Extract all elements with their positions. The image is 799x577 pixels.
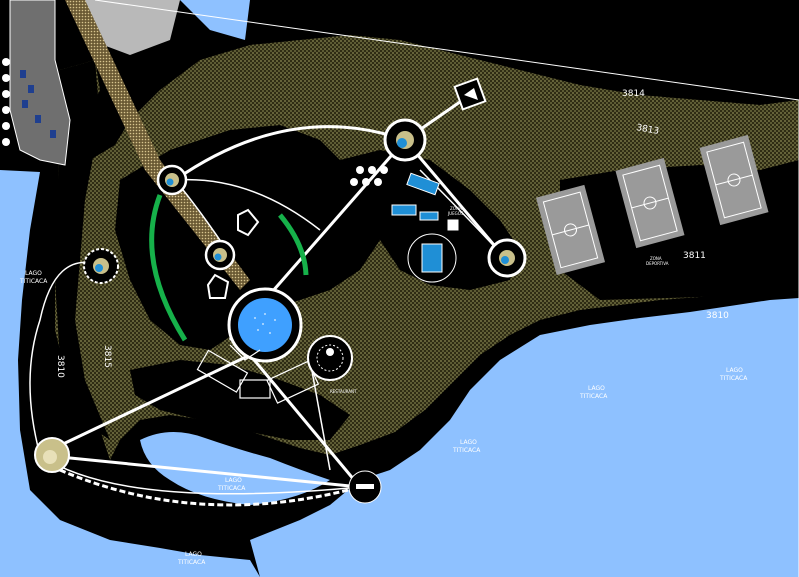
sand-walkway bbox=[65, 0, 250, 290]
node-roundabout-icon[interactable] bbox=[348, 470, 382, 504]
basketball-court-icon[interactable] bbox=[615, 157, 685, 249]
node-roundabout-icon[interactable] bbox=[83, 248, 119, 284]
lake-label: TITICACA bbox=[177, 559, 206, 566]
basketball-court-icon[interactable] bbox=[699, 134, 769, 226]
dark-zone-south bbox=[130, 360, 350, 440]
lake-label: TITICACA bbox=[19, 278, 48, 285]
lake-label: TITICACA bbox=[452, 447, 481, 454]
zone-label: DEPORTIVA bbox=[646, 261, 669, 266]
play-equipment-icon[interactable] bbox=[391, 172, 459, 231]
entrance-marker-icon[interactable] bbox=[453, 77, 487, 111]
site-boundary bbox=[94, 0, 799, 577]
node-roundabout-icon[interactable] bbox=[156, 164, 188, 196]
lake-label: TITICACA bbox=[217, 485, 246, 492]
lake-label: LAGO bbox=[726, 367, 743, 374]
pool-icon[interactable] bbox=[227, 287, 303, 363]
green-arc-west bbox=[149, 194, 188, 342]
zone-label: RESTAURANT bbox=[330, 389, 357, 394]
lake-north-strip bbox=[180, 0, 250, 40]
basketball-court-icon[interactable] bbox=[536, 184, 606, 276]
lake-label: TITICACA bbox=[579, 393, 608, 400]
contour-label: 3815 bbox=[102, 345, 112, 368]
lower-dashed-arc bbox=[59, 468, 361, 507]
lake-west bbox=[0, 170, 260, 577]
lake-label: LAGO bbox=[588, 385, 605, 392]
building-cluster[interactable] bbox=[196, 344, 320, 404]
zone-label: ZONA bbox=[650, 256, 662, 261]
lake-label: LAGO bbox=[185, 551, 202, 558]
lake-south bbox=[250, 298, 799, 577]
contour-label: 3811 bbox=[683, 251, 706, 261]
zone-label: JUEGOS bbox=[447, 211, 464, 216]
parking-icon[interactable] bbox=[206, 208, 260, 299]
contour-label: 3814 bbox=[622, 89, 645, 99]
parking-lot bbox=[2, 0, 71, 166]
lake-label: LAGO bbox=[25, 270, 42, 277]
node-roundabout-icon[interactable] bbox=[34, 437, 70, 473]
lake-label: TITICACA bbox=[719, 375, 748, 382]
contour-label: 3813 bbox=[635, 123, 659, 137]
node-roundabout-icon[interactable] bbox=[487, 238, 527, 278]
dark-zone-west-strip bbox=[55, 60, 110, 440]
contour-label: 3810 bbox=[55, 355, 65, 378]
play-area-circle[interactable] bbox=[407, 233, 457, 283]
node-roundabout-icon[interactable] bbox=[204, 239, 236, 271]
lake-label: LAGO bbox=[225, 477, 242, 484]
lake-label: LAGO bbox=[460, 439, 477, 446]
node-roundabout-icon[interactable] bbox=[383, 118, 427, 162]
contour-label: 3810 bbox=[706, 311, 729, 321]
green-arc-east bbox=[278, 213, 309, 276]
restaurant-icon[interactable] bbox=[307, 335, 353, 381]
zone-label: ZONA bbox=[450, 206, 462, 211]
play-equipment-icon[interactable] bbox=[350, 166, 388, 186]
lake-inlet bbox=[140, 431, 330, 505]
